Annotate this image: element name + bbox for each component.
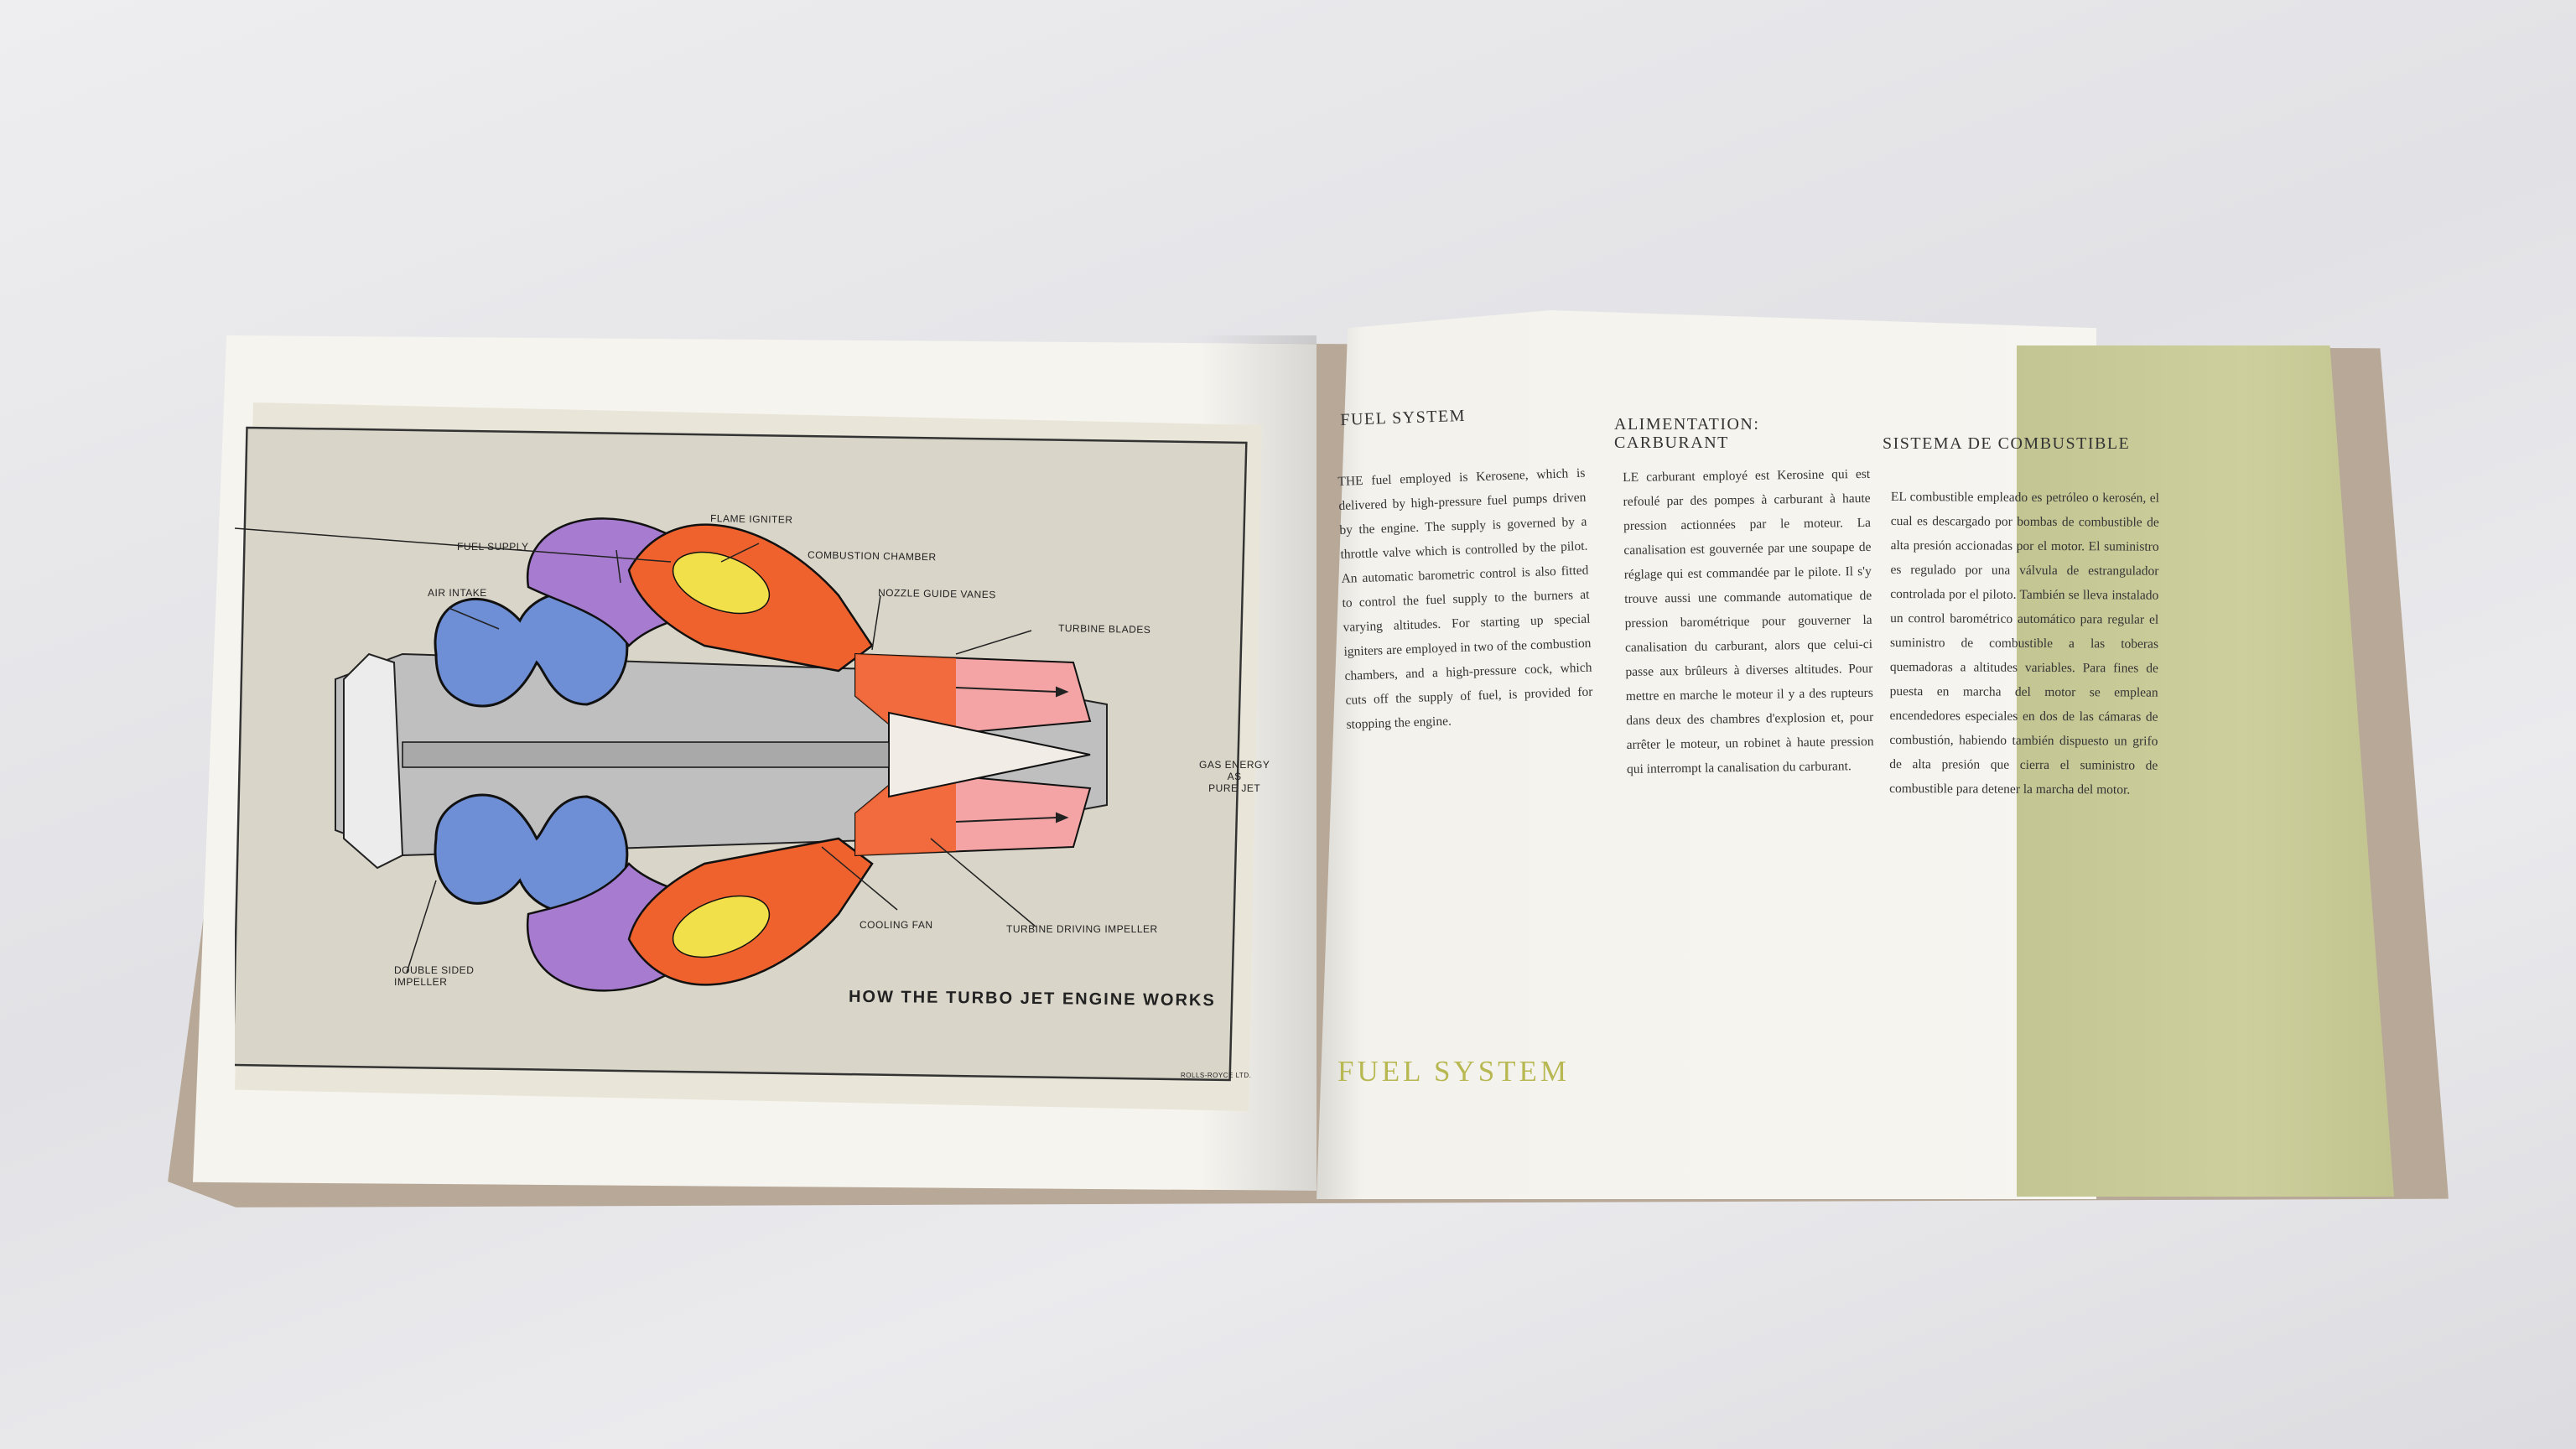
column-french: LE carburant employé est Kerosine qui es… [1623, 462, 1874, 782]
label-cooling-fan: COOLING FAN [860, 919, 933, 931]
body-english: THE fuel employed is Kerosene, which is … [1337, 465, 1593, 732]
right-page [1317, 310, 2096, 1199]
label-air-intake: AIR INTAKE [428, 587, 487, 599]
column-spanish: EL combustible empleado es petróleo o ke… [1889, 485, 2159, 802]
shaft [402, 741, 890, 768]
label-gas-energy: GAS ENERGY AS PURE JET [1199, 759, 1270, 794]
label-fuel-supply: FUEL SUPPLY [457, 541, 529, 553]
exhaust-orange-top [855, 654, 956, 738]
flame-bottom [672, 895, 771, 958]
label-double-sided-impeller: DOUBLE SIDED IMPELLER [394, 964, 475, 988]
turbo-jet-engine-diagram [235, 426, 1248, 1082]
impeller-top [434, 590, 629, 708]
label-turbine-driving-impeller: TURBINE DRIVING IMPELLER [1006, 923, 1158, 935]
front-housing [343, 652, 404, 870]
label-turbine-blades: TURBINE BLADES [1057, 622, 1151, 636]
body-french: LE carburant employé est Kerosine qui es… [1623, 466, 1874, 776]
impeller-bottom [434, 793, 629, 914]
label-combustion-chamber: COMBUSTION CHAMBER [807, 548, 937, 564]
diagram-title: HOW THE TURBO JET ENGINE WORKS [848, 987, 1216, 1010]
green-panel [2017, 345, 2394, 1197]
label-nozzle-guide-vanes: NOZZLE GUIDE VANES [877, 586, 996, 601]
column-english: THE fuel employed is Kerosene, which is … [1337, 461, 1594, 737]
footer-title: FUEL SYSTEM [1337, 1055, 1571, 1088]
heading-spanish: SISTEMA DE COMBUSTIBLE [1883, 434, 2131, 453]
body-spanish: EL combustible empleado es petróleo o ke… [1889, 489, 2159, 797]
diagram-credit: ROLLS-ROYCE LTD. [1181, 1072, 1252, 1079]
heading-french: ALIMENTATION: CARBURANT [1614, 415, 1760, 452]
label-flame-igniter: FLAME IGNITER [709, 512, 793, 526]
exhaust-orange-bottom [855, 771, 956, 855]
